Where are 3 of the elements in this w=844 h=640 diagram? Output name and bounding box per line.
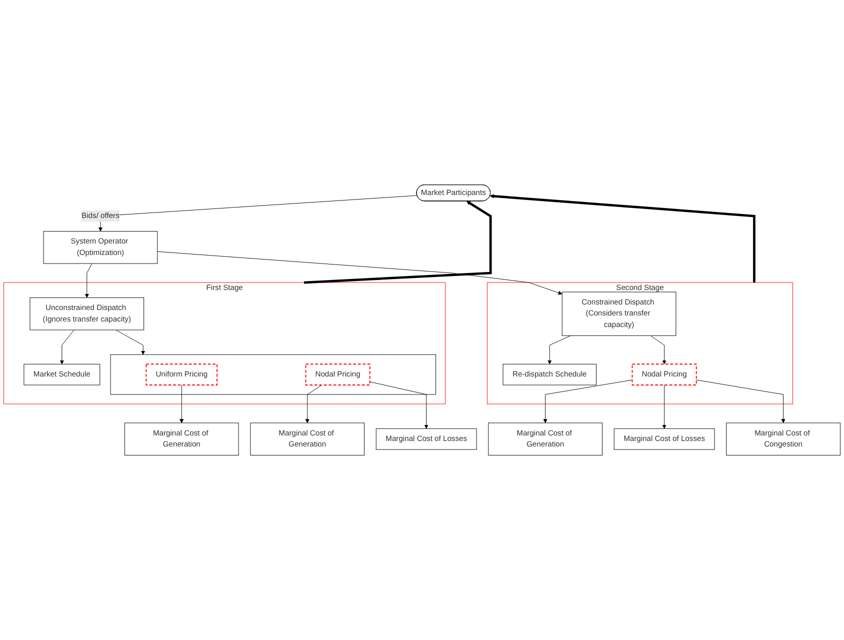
cluster [110,354,436,395]
arrow [304,200,492,284]
arrow [490,194,756,283]
